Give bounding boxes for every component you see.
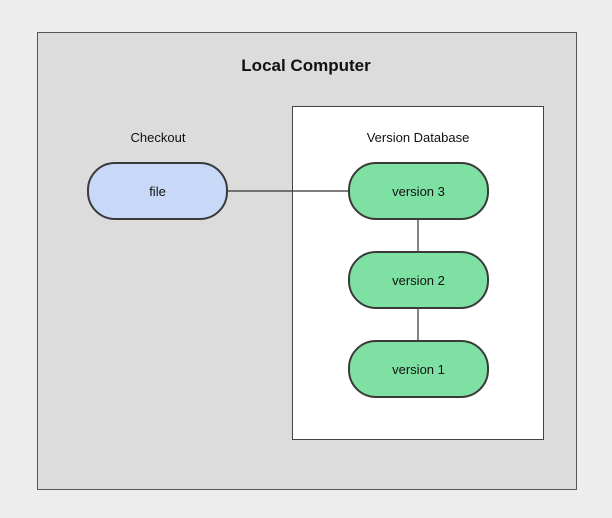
file-node-label: file (149, 183, 166, 199)
file-node: file (87, 162, 228, 220)
version-node-label: version 1 (392, 361, 445, 377)
version-node-label: version 2 (392, 272, 445, 288)
version-node: version 3 (348, 162, 489, 220)
checkout-label: Checkout (130, 130, 186, 145)
version-node: version 2 (348, 251, 489, 309)
diagram-title: Local Computer (241, 56, 371, 75)
version-database-label: Version Database (366, 130, 470, 145)
version-node-label: version 3 (392, 183, 445, 199)
version-node: version 1 (348, 340, 489, 398)
